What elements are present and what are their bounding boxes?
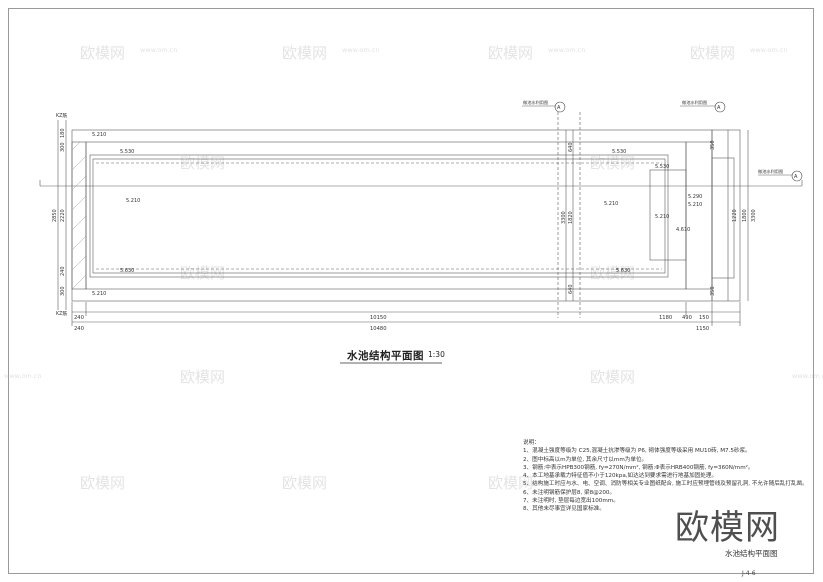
hatch-line <box>71 235 87 251</box>
level-label: 5.210 <box>688 202 702 208</box>
watermark-brand: 欧模网 <box>488 44 534 62</box>
dimension-text: 240 <box>74 315 84 321</box>
basin-inner-line <box>89 154 669 278</box>
level-label: 5.630 <box>616 268 630 274</box>
dimension-text: 1150 <box>696 326 709 332</box>
sheet-border <box>8 8 814 574</box>
level-label: 5.210 <box>92 291 106 297</box>
inner-wall-line <box>85 141 687 290</box>
hatch-line <box>71 141 81 151</box>
dimension-text: 300 <box>60 142 66 152</box>
section-label-kz: KZ筋 <box>56 310 67 317</box>
level-label: 5.530 <box>612 149 626 155</box>
level-label: 5.210 <box>126 198 140 204</box>
basin-edge-line <box>92 158 666 274</box>
right-compartment <box>685 141 713 290</box>
note-item: 8、其他未尽事宜详见国家标准。 <box>523 506 605 513</box>
note-item: 5、结构施工时应与水、电、空调、消防等相关专业图纸配合, 施工时应预埋管线及预留… <box>523 481 808 488</box>
watermark-brand: 欧模网 <box>80 474 126 492</box>
dimension-text: 3300 <box>561 211 567 224</box>
dimension-text: 350 <box>710 286 716 296</box>
detail-index-circle <box>791 170 803 182</box>
dimension-text: 300 <box>60 286 66 296</box>
callout-label: 做池水利用图 <box>682 99 707 106</box>
drawing-title: 水池结构平面图 <box>347 350 424 362</box>
dimension-text: 1180 <box>659 315 672 321</box>
outer-wall-line <box>71 129 713 302</box>
callout-label: 做池水利用图 <box>523 99 548 106</box>
watermark-url: www.om.cn <box>750 46 788 54</box>
watermark-brand: 欧模网 <box>590 368 636 386</box>
dimension-text: 150 <box>699 315 709 321</box>
section-label-kz: KZ筋 <box>56 112 67 119</box>
level-label: 5.210 <box>92 132 106 138</box>
hatch-line <box>71 175 87 191</box>
level-label: 5.290 <box>688 194 702 200</box>
hatch-line <box>71 195 87 211</box>
watermark-url: www.om.cn <box>140 46 178 54</box>
title-block-sheet-name: 水池结构平面图 <box>725 549 778 558</box>
dimension-text: 2850 <box>52 209 58 222</box>
level-label: 5.530 <box>120 149 134 155</box>
watermark-brand: 欧模网 <box>690 44 736 62</box>
watermark-brand: 欧模网 <box>282 474 328 492</box>
dimension-text: 1820 <box>568 211 574 224</box>
level-label: 5.530 <box>655 164 669 170</box>
level-label: 5.630 <box>120 268 134 274</box>
callout-label: 做池水利用图 <box>758 168 783 175</box>
hatch-line <box>71 274 87 290</box>
dimension-text: 640 <box>568 284 574 294</box>
title-block-sheet-number: J-4-6 <box>742 570 756 577</box>
note-item: 6、未注明钢筋保护层8, 梁8@200。 <box>523 489 616 496</box>
dimension-text: 180 <box>60 128 66 138</box>
watermark-url: www.om.cn <box>792 372 823 380</box>
hatch-line <box>71 215 87 231</box>
dimension-text: 240 <box>60 266 66 276</box>
watermark-brand: 欧模网 <box>180 368 226 386</box>
note-item: 2、图中标高以m为单位, 其余尺寸以mm为单位。 <box>523 456 648 463</box>
detail-index-label: A <box>557 105 561 111</box>
drawing-scale: 1:30 <box>428 350 445 359</box>
dimension-text: 10150 <box>370 315 387 321</box>
notes-heading: 说明： <box>523 440 540 446</box>
level-label: 4.610 <box>676 227 690 233</box>
watermark-brand: 欧模网 <box>282 44 328 62</box>
dimension-text: 240 <box>74 326 84 332</box>
dimension-text: 350 <box>710 140 716 150</box>
note-item: 1、混凝土强度等级为 C25,混凝土抗渗等级为 P6, 砌体强度等级采用 MU1… <box>523 448 751 455</box>
detail-index-label: A <box>717 105 721 111</box>
dimension-text: 640 <box>568 142 574 152</box>
hatch-line <box>71 155 87 171</box>
brand-logo: 欧模网 <box>675 508 780 548</box>
watermark-url: www.om.cn <box>342 46 380 54</box>
note-item: 4、本工地基承载力特征值不小于120kpa,如达达到要求需进行地基加固处理。 <box>523 473 718 480</box>
note-item: 7、未注明时, 垫层每边宽出100mm。 <box>523 498 619 505</box>
level-label: 5.210 <box>655 214 669 220</box>
watermark-url: www.om.cn <box>4 372 42 380</box>
general-notes: 说明： 1、混凝土强度等级为 C25,混凝土抗渗等级为 P6, 砌体强度等级采用… <box>523 439 808 514</box>
sump-outline <box>711 157 735 279</box>
hatch-line <box>71 255 87 271</box>
detail-index-circle <box>554 101 566 113</box>
watermark-brand: 欧模网 <box>80 44 126 62</box>
detail-index-circle <box>714 101 726 113</box>
right-basin-step <box>649 169 687 261</box>
dimension-text: 1220 <box>732 209 738 222</box>
dimension-text: 10480 <box>370 326 387 332</box>
dimension-text: 490 <box>682 315 692 321</box>
note-item: 3、钢筋:中表示HPB300钢筋, fy=270N/mm², 钢筋:Φ表示HRB… <box>523 464 754 471</box>
level-label: 5.210 <box>604 201 618 207</box>
dimension-text: 1800 <box>742 209 748 222</box>
left-wall-section <box>71 141 87 290</box>
dimension-text: 2220 <box>60 209 66 222</box>
dimension-text: 3300 <box>751 209 757 222</box>
watermark-url: www.om.cn <box>548 46 586 54</box>
watermark-brand: 欧模网 <box>488 474 534 492</box>
detail-index-label: A <box>794 174 798 180</box>
